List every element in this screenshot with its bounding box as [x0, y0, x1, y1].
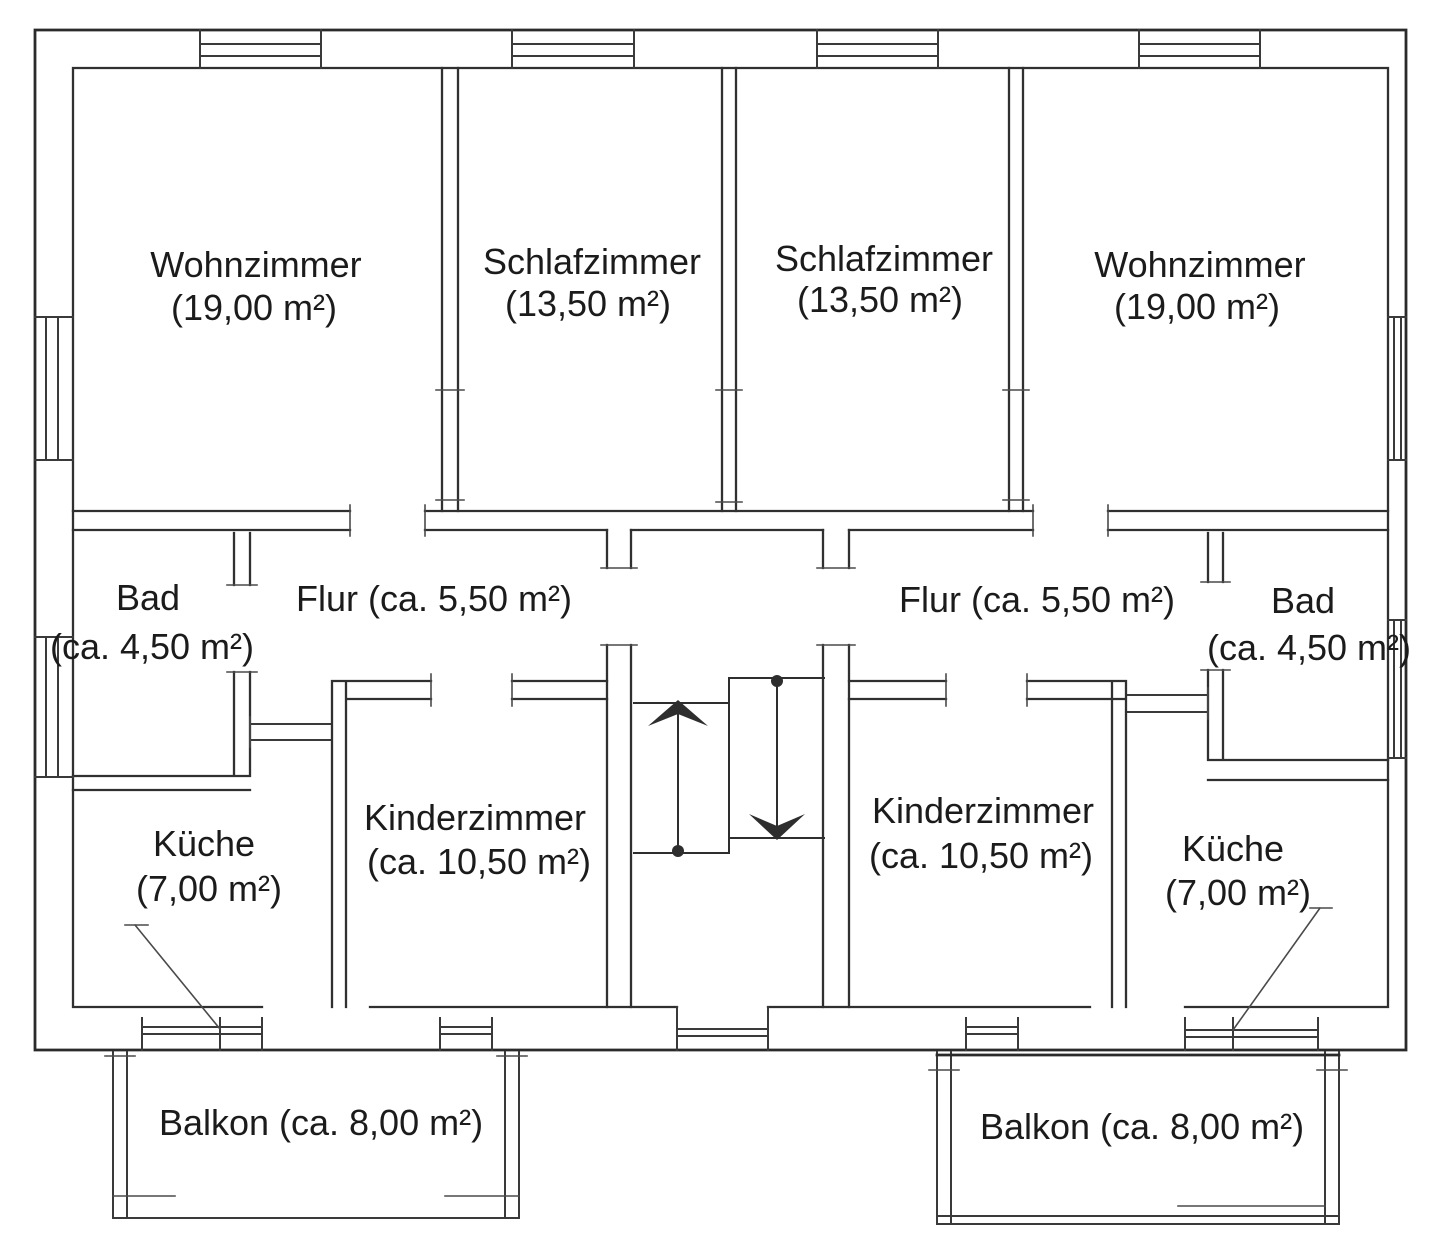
room-label-wohnzimmer-left-area: (19,00 m²)	[171, 287, 337, 328]
room-label-kinderzimmer-left-area: (ca. 10,50 m²)	[367, 841, 591, 882]
room-label-kueche-right-name: Küche	[1182, 828, 1284, 869]
room-label-kinderzimmer-left-name: Kinderzimmer	[364, 797, 586, 838]
room-label-wohnzimmer-right-area: (19,00 m²)	[1114, 286, 1280, 327]
interior-walls	[71, 66, 1390, 1009]
room-label-schlafzimmer-right-area: (13,50 m²)	[797, 279, 963, 320]
exterior-walls	[33, 28, 1408, 1052]
room-label-balkon-left: Balkon (ca. 8,00 m²)	[159, 1102, 483, 1143]
room-label-flur-left: Flur (ca. 5,50 m²)	[296, 578, 572, 619]
staircase	[633, 675, 825, 857]
room-label-bad-right-area: (ca. 4,50 m²)	[1207, 627, 1411, 668]
room-label-schlafzimmer-left-area: (13,50 m²)	[505, 283, 671, 324]
balcony-right-railing	[928, 1051, 1348, 1225]
room-label-kueche-left-area: (7,00 m²)	[136, 868, 282, 909]
room-label-kinderzimmer-right-area: (ca. 10,50 m²)	[869, 835, 1093, 876]
room-label-kinderzimmer-right-name: Kinderzimmer	[872, 790, 1094, 831]
room-label-bad-left-name: Bad	[116, 577, 180, 618]
entrance-door-icon	[676, 1006, 769, 1051]
room-label-bad-left-area: (ca. 4,50 m²)	[50, 626, 254, 667]
door-swing-icon-right-kitchen	[1231, 906, 1333, 1032]
room-label-schlafzimmer-left-name: Schlafzimmer	[483, 241, 701, 282]
door-swing-icon-left-kitchen	[124, 923, 222, 1031]
room-label-balkon-right: Balkon (ca. 8,00 m²)	[980, 1106, 1304, 1147]
room-label-flur-right: Flur (ca. 5,50 m²)	[899, 579, 1175, 620]
stair-arrow-down-icon	[749, 675, 805, 840]
room-label-bad-right-name: Bad	[1271, 580, 1335, 621]
stair-arrow-up-icon	[648, 700, 708, 857]
window-icons	[34, 29, 1407, 1051]
room-labels: Wohnzimmer (19,00 m²) Schlafzimmer (13,5…	[50, 238, 1411, 1147]
room-label-kueche-left-name: Küche	[153, 823, 255, 864]
balcony-left-railing	[104, 1051, 528, 1219]
room-label-wohnzimmer-left-name: Wohnzimmer	[150, 244, 361, 285]
room-label-wohnzimmer-right-name: Wohnzimmer	[1094, 244, 1305, 285]
room-label-schlafzimmer-right-name: Schlafzimmer	[775, 238, 993, 279]
room-label-kueche-right-area: (7,00 m²)	[1165, 872, 1311, 913]
